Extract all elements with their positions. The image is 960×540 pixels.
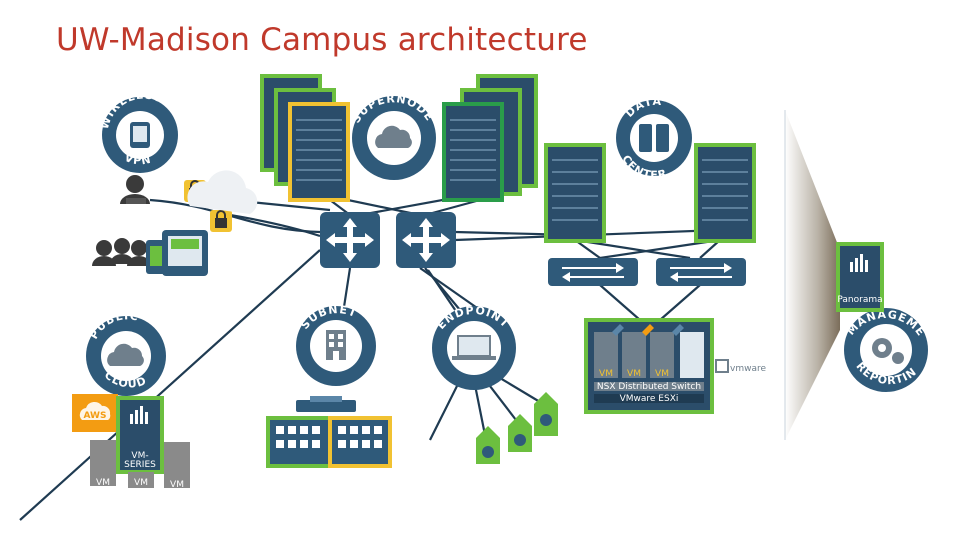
public-cloud-badge: PUBLIC CLOUD bbox=[86, 309, 166, 396]
panorama-appliance: Panorama bbox=[836, 242, 884, 312]
switch-right bbox=[656, 258, 746, 286]
host-vm1-label: VM bbox=[599, 369, 613, 379]
svg-text:VPN: VPN bbox=[123, 151, 153, 168]
subnet-firewall bbox=[296, 396, 356, 412]
tablet-icon bbox=[146, 230, 208, 276]
vm-series-label-2: SERIES bbox=[124, 460, 156, 470]
vm-server-mid: VM bbox=[128, 472, 154, 488]
endpoint-agent-1 bbox=[476, 426, 500, 464]
vm-right-label: VM bbox=[170, 480, 184, 490]
vmware-logo: vmware bbox=[715, 359, 766, 374]
vm-series-firewall: VM- SERIES bbox=[116, 396, 164, 474]
page-title: UW-Madison Campus architecture bbox=[56, 22, 588, 58]
nsx-bar-label: NSX Distributed Switch bbox=[597, 382, 701, 392]
datacenter-rack-left bbox=[544, 143, 606, 243]
management-wedge bbox=[785, 110, 840, 440]
vmware-label: vmware bbox=[730, 364, 766, 374]
vpn-label: VPN bbox=[123, 151, 152, 168]
vm-server-left: VM bbox=[90, 440, 116, 488]
svg-text:SUPERNODES: SUPERNODES bbox=[0, 0, 436, 126]
building-left bbox=[266, 416, 332, 468]
vm-left-label: VM bbox=[96, 478, 110, 488]
supernode-rack-group-center bbox=[442, 74, 538, 202]
lock-icon-bottom bbox=[210, 210, 232, 232]
core-router-right bbox=[396, 212, 456, 268]
vm-series-label-1: VM- bbox=[131, 451, 148, 461]
aws-label: AWS bbox=[84, 411, 107, 421]
switch-left bbox=[548, 258, 638, 286]
vpn-cloud-icon bbox=[187, 170, 258, 214]
supernodes-label: SUPERNODES bbox=[0, 0, 435, 126]
host-vm3-label: VM bbox=[655, 369, 669, 379]
datacenter-badge: DATA CENTER bbox=[616, 95, 692, 182]
host-vm2-label: VM bbox=[627, 369, 641, 379]
vsphere-bar-label: VMware ESXi bbox=[620, 394, 679, 404]
vm-mid-label: VM bbox=[134, 478, 148, 488]
wireless-vpn-badge: WIRELESS VPN bbox=[98, 88, 178, 173]
supernode-rack-group-left bbox=[260, 74, 350, 202]
datacenter-rack-right bbox=[694, 143, 756, 243]
subnet-badge: SUBNET bbox=[296, 303, 376, 386]
vm-server-right: VM bbox=[164, 442, 190, 490]
building-right bbox=[328, 416, 392, 468]
panorama-label: Panorama bbox=[837, 295, 882, 305]
vmware-host-cluster: VM VM VM NSX Distributed Switch VMware E… bbox=[584, 318, 714, 414]
local-users-icon bbox=[92, 238, 151, 266]
endpoint-agent-2 bbox=[508, 414, 532, 452]
aws-logo: AWS bbox=[72, 394, 118, 432]
remote-user-icon bbox=[120, 175, 150, 204]
core-router-left bbox=[320, 212, 380, 268]
supernodes-badge: SUPERNODES bbox=[0, 0, 436, 180]
endpoint-agent-3 bbox=[534, 392, 558, 436]
endpoint-badge: ENDPOINT bbox=[432, 304, 516, 390]
